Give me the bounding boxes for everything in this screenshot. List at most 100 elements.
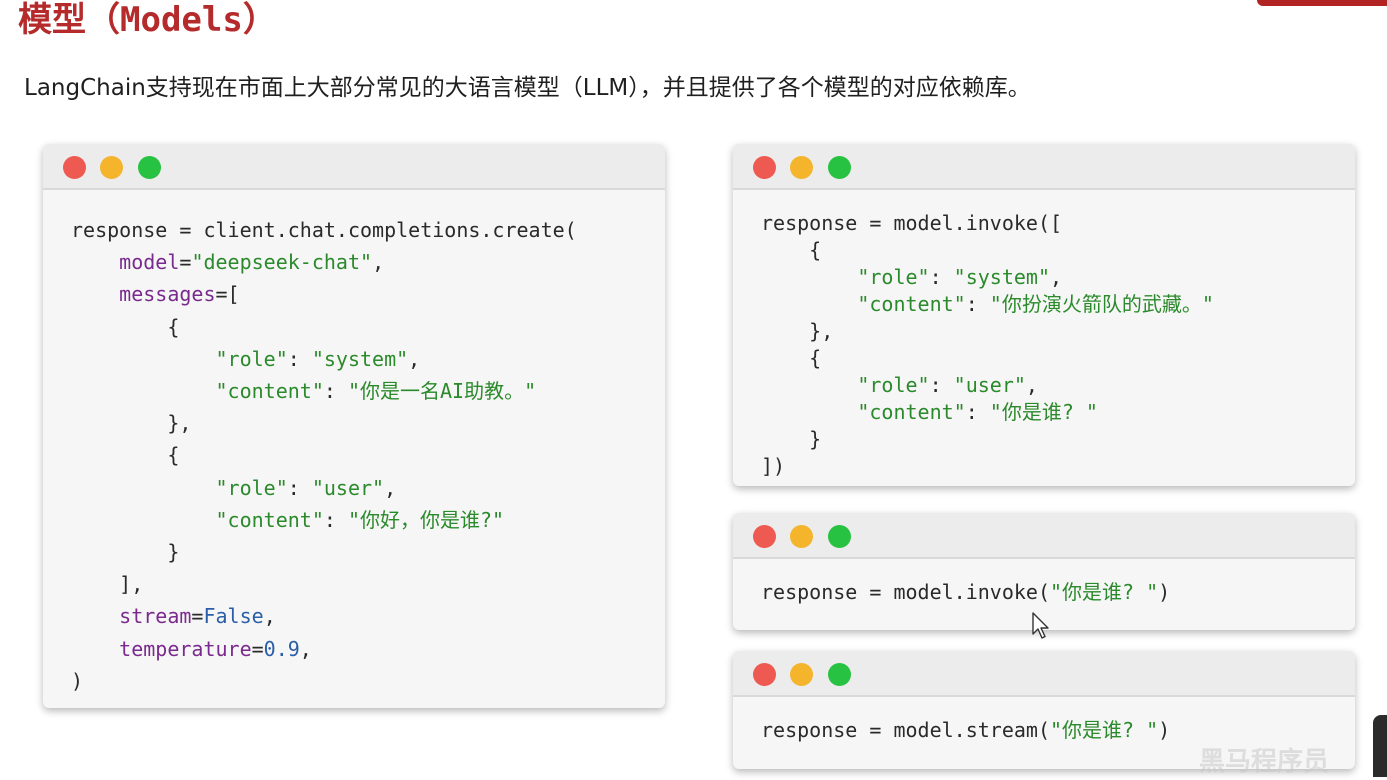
code-token xyxy=(71,379,216,403)
code-token: "role" xyxy=(857,373,930,397)
code-token: False xyxy=(203,604,264,629)
code-token: , xyxy=(263,604,276,629)
code-token: , xyxy=(384,475,397,500)
code-token: "你好，你是谁?" xyxy=(347,507,505,532)
code-token: response = model.invoke([ xyxy=(761,211,1063,235)
code-block: response = model.invoke("你是谁? ") xyxy=(761,579,1170,606)
code-line: response = model.stream("你是谁? ") xyxy=(761,718,1170,742)
minimize-dot-icon[interactable] xyxy=(100,156,123,179)
code-token: "role" xyxy=(215,475,288,500)
code-token: { xyxy=(761,346,822,370)
code-token: model xyxy=(119,250,180,275)
code-line: messages=[ xyxy=(71,282,240,307)
close-dot-icon[interactable] xyxy=(753,156,776,179)
code-token: { xyxy=(71,443,180,468)
code-token: "你是谁? " xyxy=(1049,718,1159,742)
code-token: stream xyxy=(119,604,192,629)
code-token: ], xyxy=(71,572,144,597)
code-token xyxy=(761,292,857,316)
code-token: } xyxy=(71,540,180,565)
code-token: }, xyxy=(761,319,834,343)
code-token: { xyxy=(761,238,822,262)
minimize-dot-icon[interactable] xyxy=(790,663,813,686)
code-line: } xyxy=(71,540,179,564)
code-token: : xyxy=(965,292,990,316)
window-title-bar xyxy=(43,144,665,190)
code-line: { xyxy=(71,315,179,339)
code-token: , xyxy=(1050,265,1063,289)
code-line: response = model.invoke("你是谁? ") xyxy=(761,580,1170,604)
edge-overlay xyxy=(1373,715,1387,777)
code-token xyxy=(71,476,216,500)
code-window-openai-client: response = client.chat.completions.creat… xyxy=(43,144,665,708)
minimize-dot-icon[interactable] xyxy=(790,156,813,179)
code-window-invoke-string: response = model.invoke("你是谁? ") xyxy=(733,513,1355,630)
code-line: "role": "user", xyxy=(761,373,1038,397)
code-window-stream: response = model.stream("你是谁? ") xyxy=(733,651,1355,769)
slide-title: 模型（Models） xyxy=(18,0,277,40)
code-token: = xyxy=(179,250,192,275)
code-token xyxy=(761,400,857,424)
code-token: "content" xyxy=(857,400,966,424)
close-dot-icon[interactable] xyxy=(753,663,776,686)
code-token: messages xyxy=(119,282,216,307)
maximize-dot-icon[interactable] xyxy=(828,663,851,686)
code-line: ], xyxy=(71,572,143,596)
maximize-dot-icon[interactable] xyxy=(138,156,161,179)
code-token: response = client.chat.completions.creat… xyxy=(71,218,577,242)
code-token: ) xyxy=(71,668,84,693)
code-token: "你是谁? " xyxy=(1049,580,1159,604)
code-line: "role": "system", xyxy=(71,346,421,371)
code-token: : xyxy=(929,373,954,397)
watermark-logo: 黑马程序员 xyxy=(1198,747,1329,777)
close-dot-icon[interactable] xyxy=(63,156,86,179)
code-token: response = model.stream( xyxy=(761,718,1050,742)
code-token: , xyxy=(299,636,312,661)
slide-subtitle: LangChain支持现在市面上大部分常见的大语言模型（LLM），并且提供了各个… xyxy=(24,75,1031,101)
code-line: }, xyxy=(71,411,191,435)
code-line: { xyxy=(761,346,821,370)
code-token: = xyxy=(191,604,204,629)
code-block: response = model.invoke([ { "role": "sys… xyxy=(761,210,1214,480)
code-token: , xyxy=(1025,373,1038,397)
code-line: stream=False, xyxy=(71,604,276,628)
code-block: response = client.chat.completions.creat… xyxy=(71,214,577,697)
code-line: { xyxy=(761,238,821,262)
code-token: ]) xyxy=(761,454,786,478)
top-accent-bar xyxy=(1257,0,1387,6)
code-token: "deepseek-chat" xyxy=(191,250,373,275)
code-token: "user" xyxy=(953,373,1026,397)
code-token: temperature xyxy=(119,636,252,661)
window-title-bar xyxy=(733,513,1355,559)
code-line: "content": "你扮演火箭队的武藏。" xyxy=(761,292,1214,316)
mouse-pointer-icon xyxy=(1032,612,1049,639)
code-token: "你是一名AI助教。" xyxy=(347,379,537,404)
maximize-dot-icon[interactable] xyxy=(828,156,851,179)
minimize-dot-icon[interactable] xyxy=(790,525,813,548)
code-token: "role" xyxy=(857,265,930,289)
code-line: temperature=0.9, xyxy=(71,637,312,661)
code-line: response = client.chat.completions.creat… xyxy=(71,218,577,242)
code-line: "content": "你好，你是谁?" xyxy=(71,507,505,532)
code-line: ]) xyxy=(761,454,785,478)
code-token: "content" xyxy=(857,292,966,316)
code-token xyxy=(761,265,857,289)
code-token: = xyxy=(251,636,264,661)
maximize-dot-icon[interactable] xyxy=(828,525,851,548)
code-token: "content" xyxy=(215,507,324,532)
window-title-bar xyxy=(733,651,1355,697)
code-line: }, xyxy=(761,319,833,343)
code-line: response = model.invoke([ xyxy=(761,211,1062,235)
code-token: =[ xyxy=(215,282,240,307)
code-token: "role" xyxy=(215,346,288,371)
code-line: "role": "system", xyxy=(761,265,1062,289)
close-dot-icon[interactable] xyxy=(753,525,776,548)
code-token: : xyxy=(323,507,348,532)
code-line: "content": "你是谁? " xyxy=(761,400,1098,424)
code-token: "你扮演火箭队的武藏。" xyxy=(989,292,1214,316)
code-token: 0.9 xyxy=(263,636,300,661)
code-token: } xyxy=(761,427,822,451)
code-token: "system" xyxy=(953,265,1050,289)
code-line: { xyxy=(71,443,179,467)
code-token: "你是谁? " xyxy=(989,400,1098,424)
